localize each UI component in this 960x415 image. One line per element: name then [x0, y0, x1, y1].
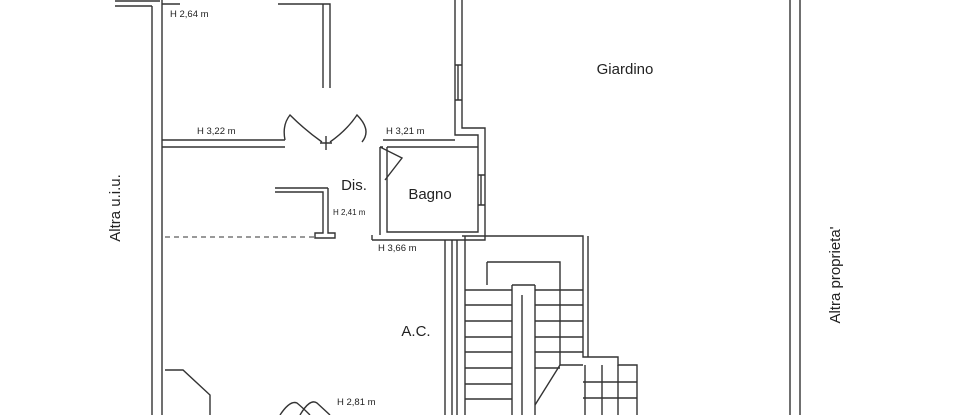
- room-label-dis: Dis.: [341, 177, 367, 194]
- neighbor-label-right: Altra proprieta': [827, 226, 844, 323]
- walls: [115, 0, 801, 415]
- height-label: H 3,22 m: [197, 126, 236, 137]
- height-label: H 2,81 m: [337, 397, 376, 408]
- neighbor-label-left: Altra u.i.u.: [107, 174, 124, 242]
- height-label: H 3,21 m: [386, 126, 425, 137]
- room-label-bagno: Bagno: [408, 186, 451, 203]
- room-label-giardino: Giardino: [597, 61, 654, 78]
- height-label: H 2,64 m: [170, 9, 209, 20]
- height-label: H 2,41 m: [333, 208, 366, 217]
- room-label-ac: A.C.: [401, 323, 430, 340]
- height-label: H 3,66 m: [378, 243, 417, 254]
